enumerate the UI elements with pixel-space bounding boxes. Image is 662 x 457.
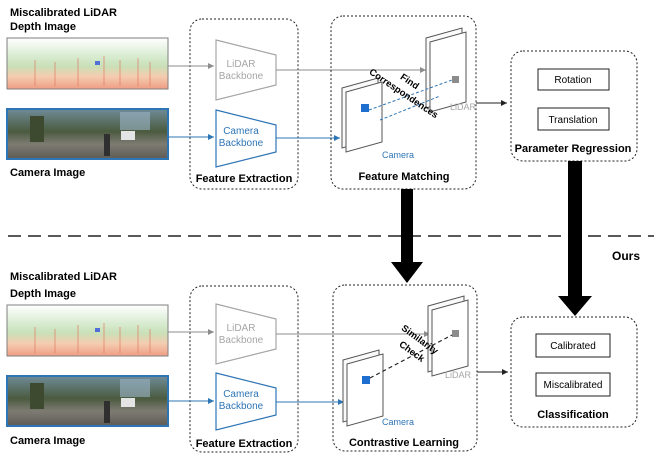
- bottom-feature-extraction-label: Feature Extraction: [196, 438, 293, 450]
- top-camera-image: [6, 108, 169, 160]
- bottom-lidar-backbone-label-1: LiDAR: [227, 323, 256, 334]
- top-feature-extraction-box: [189, 18, 299, 190]
- bottom-section: Miscalibrated LiDAR Depth Image Camera I…: [6, 271, 638, 453]
- top-correspondence-line-2: [379, 95, 441, 121]
- contrastive-learning-label: Contrastive Learning: [349, 437, 459, 449]
- top-lidar-tag: LiDAR: [450, 102, 477, 112]
- bottom-lidar-cube-icon: [452, 330, 459, 337]
- rotation-box: [537, 68, 610, 91]
- translation-label: Translation: [548, 115, 597, 126]
- similarity-line: [369, 334, 453, 379]
- bottom-lidar-label-1: Miscalibrated LiDAR: [10, 271, 117, 283]
- bottom-lidar-depth-image: [6, 304, 169, 357]
- classification-label: Classification: [537, 409, 609, 421]
- top-camera-cube-icon: [361, 104, 369, 112]
- bottom-camera-backbone-label-2: Backbone: [219, 401, 264, 412]
- top-feature-matching-box: [330, 15, 477, 190]
- feature-to-contrastive-arrow: [391, 189, 423, 283]
- bottom-camera-cube-icon: [362, 376, 370, 384]
- top-lidar-depth-image: [6, 37, 169, 90]
- top-section: Miscalibrated LiDAR Depth Image Camera I…: [6, 7, 638, 190]
- top-lidar-backbone-label-2: Backbone: [219, 71, 264, 82]
- ours-label: Ours: [612, 249, 640, 263]
- bottom-lidar-label-2: Depth Image: [10, 288, 76, 300]
- top-camera-label: Camera Image: [10, 167, 85, 179]
- bottom-lidar-feature-map: [427, 295, 469, 377]
- top-camera-backbone: [215, 109, 277, 168]
- top-feature-extraction-label: Feature Extraction: [196, 173, 293, 185]
- bottom-camera-backbone: [215, 372, 277, 431]
- top-camera-feature-map: [341, 77, 383, 153]
- bottom-lidar-tag: LiDAR: [445, 370, 472, 380]
- top-camera-backbone-label-2: Backbone: [219, 138, 264, 149]
- bottom-feature-extraction-box: [189, 285, 299, 453]
- bottom-camera-tag: Camera: [382, 417, 414, 427]
- top-camera-tag: Camera: [382, 150, 414, 160]
- calibrated-box: [535, 333, 611, 358]
- top-lidar-label-1: Miscalibrated LiDAR: [10, 7, 117, 19]
- parameter-regression-label: Parameter Regression: [515, 143, 632, 155]
- bottom-lidar-backbone-label-2: Backbone: [219, 335, 264, 346]
- bottom-camera-image: [6, 375, 169, 427]
- bottom-camera-label: Camera Image: [10, 435, 85, 447]
- bottom-camera-feature-map: [342, 349, 384, 427]
- bottom-camera-backbone-label-1: Camera: [223, 389, 259, 400]
- top-lidar-backbone: [215, 39, 277, 101]
- top-feature-matching-label: Feature Matching: [358, 171, 449, 183]
- calibrated-label: Calibrated: [550, 341, 596, 352]
- top-lidar-feature-map: [425, 27, 467, 113]
- translation-box: [537, 107, 610, 131]
- rotation-label: Rotation: [554, 75, 591, 86]
- bottom-lidar-backbone: [215, 303, 277, 365]
- top-lidar-label-2: Depth Image: [10, 21, 76, 33]
- regression-to-classification-arrow: [558, 161, 592, 316]
- miscalibrated-box: [535, 372, 611, 397]
- classification-box: [510, 316, 638, 428]
- miscalibrated-label: Miscalibrated: [544, 380, 603, 391]
- top-lidar-backbone-label-1: LiDAR: [227, 59, 256, 70]
- top-lidar-cube-icon: [452, 76, 459, 83]
- top-camera-backbone-label-1: Camera: [223, 126, 259, 137]
- contrastive-learning-box: [332, 284, 478, 452]
